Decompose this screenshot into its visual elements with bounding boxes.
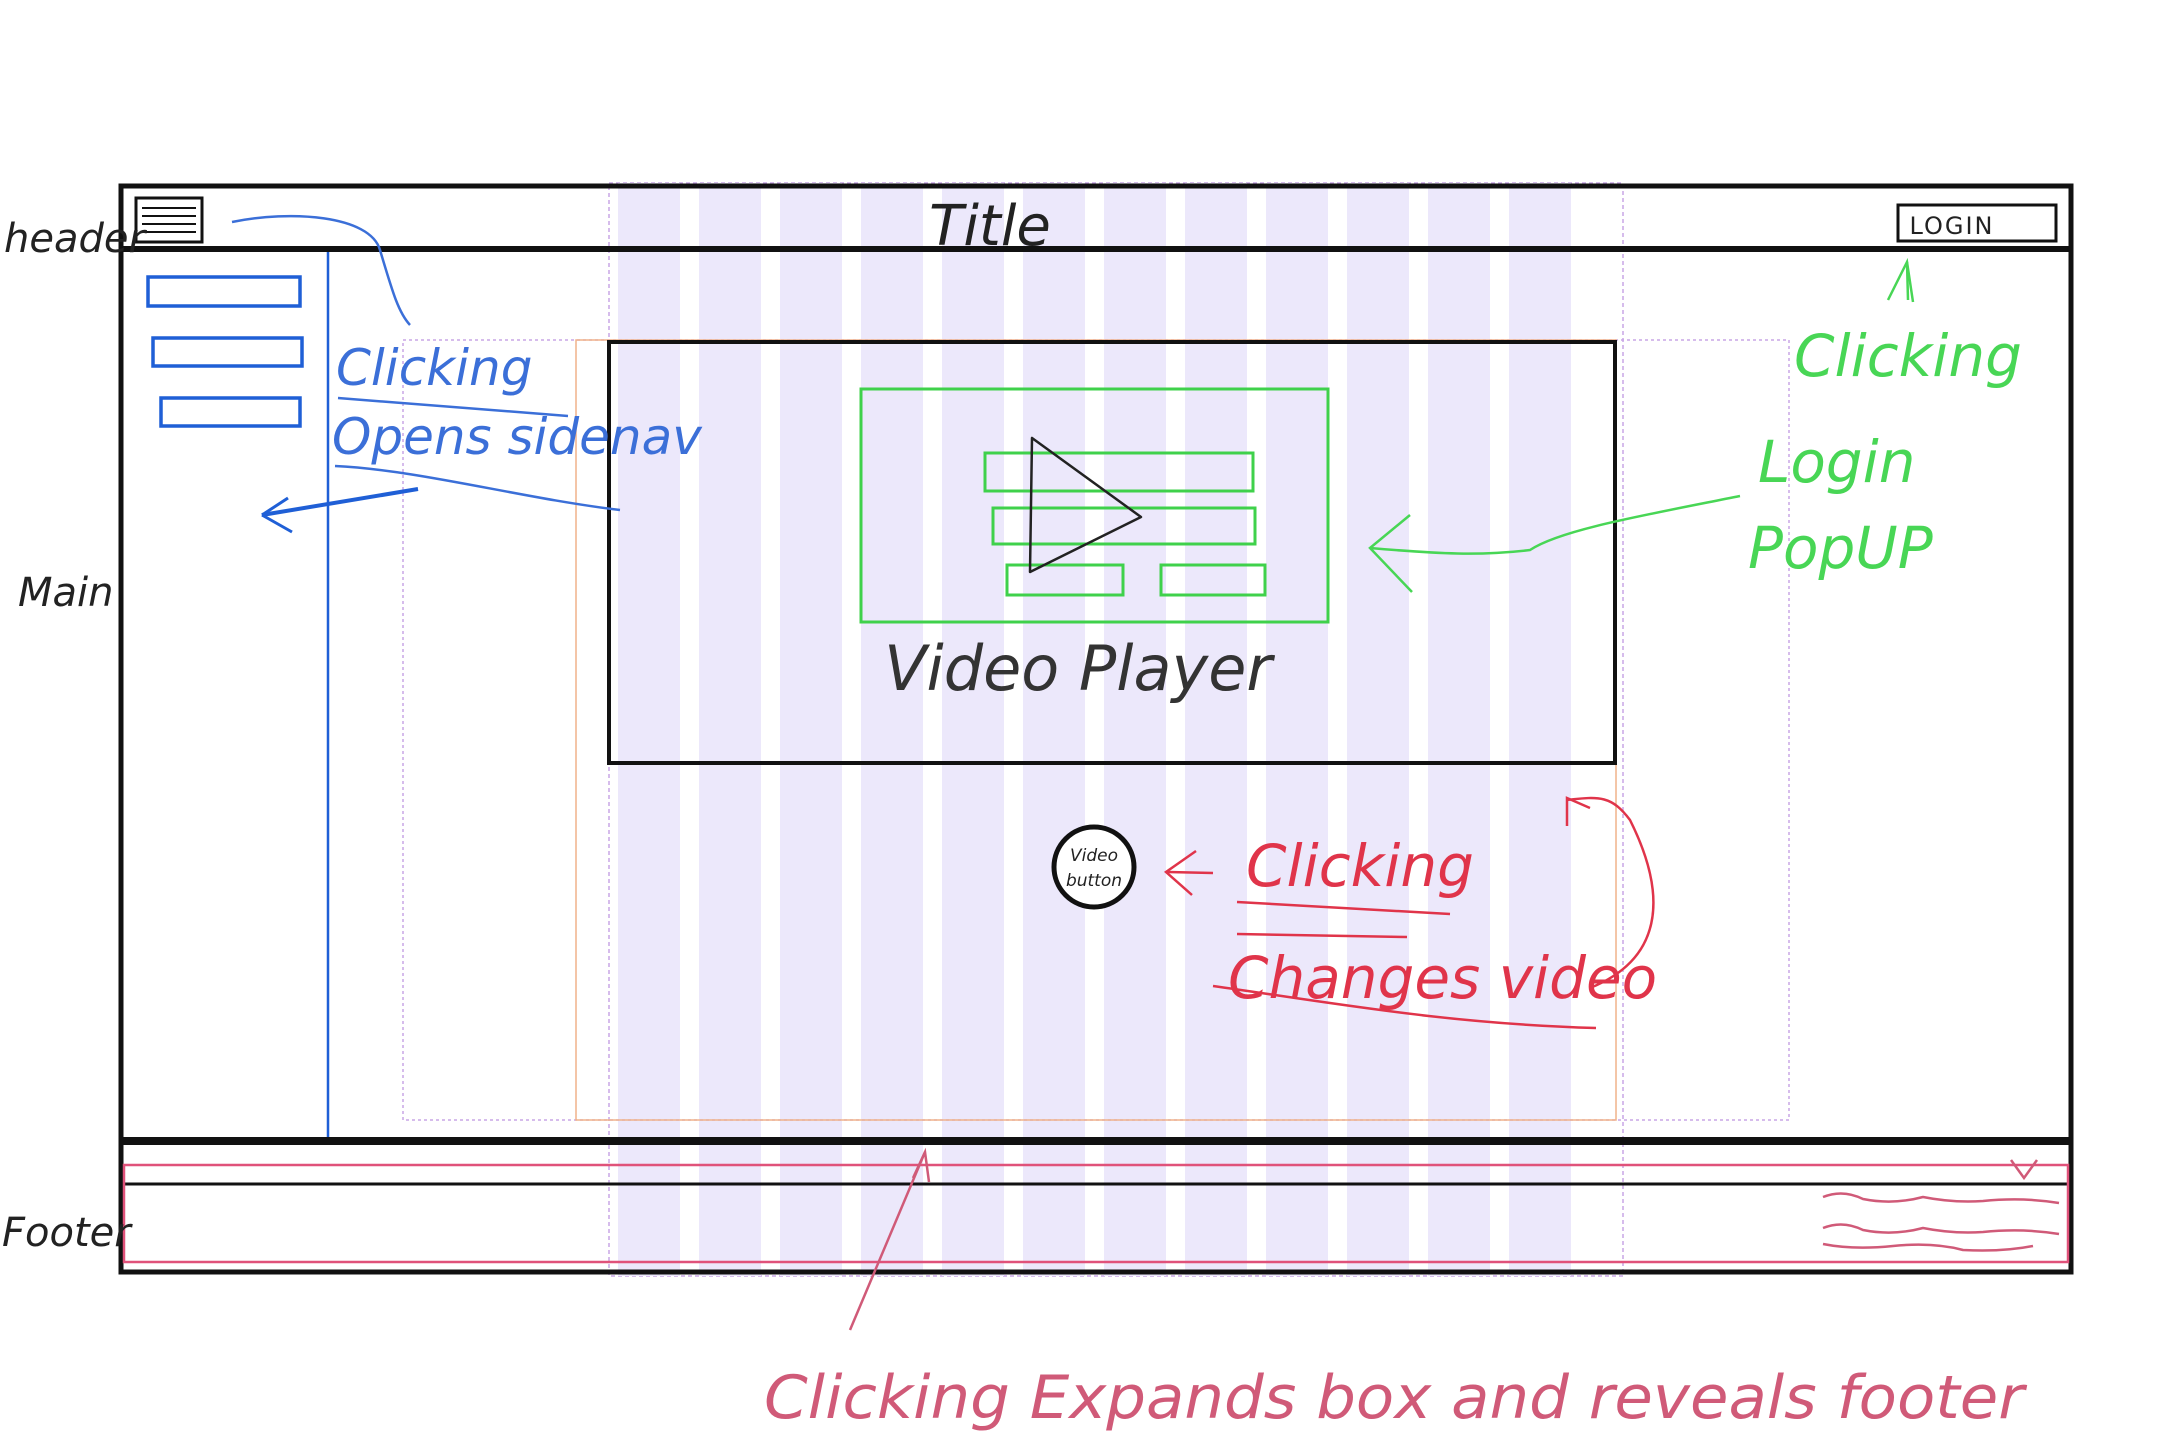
layout-grid-overlay (608, 182, 1624, 1277)
video-button-label-line2: button (1066, 871, 1122, 891)
footer-content-scribble (1822, 1192, 2060, 1252)
login-note-line1: Clicking (1794, 322, 2022, 390)
login-button[interactable]: LOGIN (1896, 203, 2058, 243)
page-title: Title (929, 194, 1051, 259)
login-popup-button-1[interactable] (1005, 563, 1125, 597)
footer-expand-chevron-icon[interactable] (2009, 1159, 2039, 1181)
video-annotation: Clicking Changes video (1163, 796, 1657, 1030)
sidebar-item-2[interactable] (151, 336, 304, 368)
video-button-label-line1: Video (1070, 846, 1118, 866)
login-note-line2: Login (1758, 428, 1916, 496)
sidebar-annotation: Clicking Opens sidenav (231, 214, 703, 534)
sidebar-item-1[interactable] (146, 275, 302, 308)
login-popup-button-2[interactable] (1159, 563, 1267, 597)
sidebar-item-3[interactable] (159, 396, 302, 428)
footer-expandable-box[interactable] (122, 1163, 2070, 1264)
footer-bar (121, 1137, 2071, 1186)
label-footer: Footer (2, 1210, 133, 1256)
login-popup (859, 387, 1330, 624)
video-button[interactable]: Video button (1051, 824, 1137, 910)
login-note-line3: PopUP (1748, 514, 1933, 582)
login-popup-field-1[interactable] (983, 451, 1255, 493)
label-main: Main (18, 570, 114, 616)
video-note-line1: Clicking (1246, 832, 1474, 900)
page-frame (118, 183, 2074, 1275)
sidebar-note-line2: Opens sidenav (332, 408, 703, 466)
login-annotation: Clicking Login PopUP (1368, 257, 2022, 593)
login-button-label: LOGIN (1909, 212, 1994, 240)
sidebar-note-line1: Clicking (336, 339, 532, 397)
label-header: header (4, 216, 147, 262)
hamburger-menu-icon[interactable] (134, 196, 204, 244)
video-player-label: Video Player (884, 632, 1275, 705)
video-player-frame[interactable] (607, 340, 1617, 765)
footer-note: Clicking Expands box and reveals footer (764, 1363, 2027, 1433)
footer-annotation: Clicking Expands box and reveals footer (764, 1147, 2027, 1433)
video-note-line2: Changes video (1228, 944, 1657, 1012)
login-popup-field-2[interactable] (991, 506, 1257, 546)
play-triangle-icon[interactable] (1028, 436, 1143, 574)
